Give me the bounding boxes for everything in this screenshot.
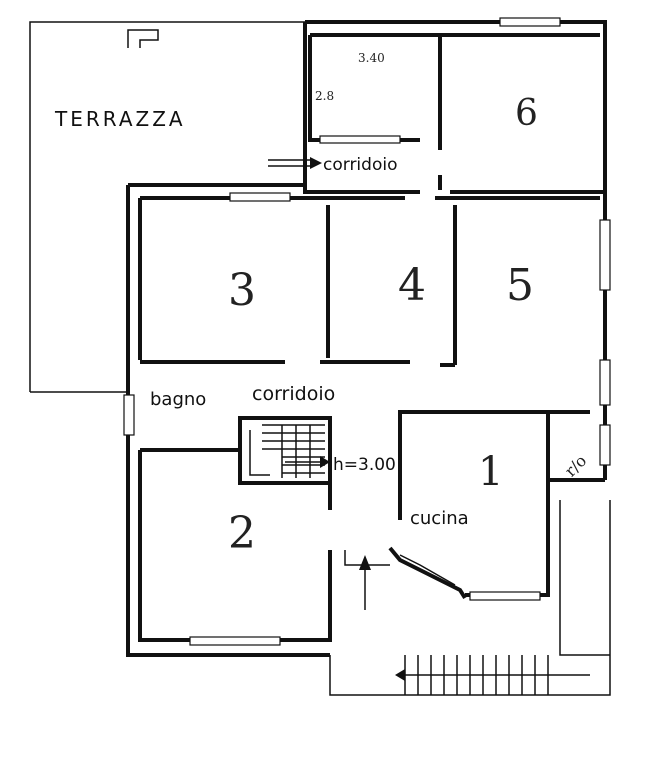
storage-label: r/o xyxy=(561,451,590,480)
kitchen-walls xyxy=(388,410,607,600)
bathroom-label: bagno xyxy=(150,389,206,410)
room-number-4: 4 xyxy=(398,260,426,311)
small-room-note-a: 3.40 xyxy=(358,51,385,65)
room-number-3: 3 xyxy=(228,265,256,316)
room-number-6: 6 xyxy=(515,93,538,134)
stair-core xyxy=(238,416,332,485)
corridor-top-label: corridoio xyxy=(323,155,397,175)
kitchen-label: cucina xyxy=(410,508,469,529)
terrace-label: TERRAZZA xyxy=(54,107,186,131)
terrace-area xyxy=(29,21,305,393)
corridor-entry-arrow xyxy=(268,157,322,169)
middle-rooms-walls xyxy=(138,196,600,367)
entrance-area xyxy=(329,500,611,696)
small-room-note-b: 2.8 xyxy=(315,89,334,103)
stair-height-label: h=3.00 xyxy=(333,455,396,475)
room-number-1: 1 xyxy=(478,449,503,495)
room-number-5: 5 xyxy=(506,260,534,311)
room-number-2: 2 xyxy=(228,508,256,559)
windows xyxy=(123,17,611,646)
corridor-mid-label: corridoio xyxy=(252,383,335,405)
